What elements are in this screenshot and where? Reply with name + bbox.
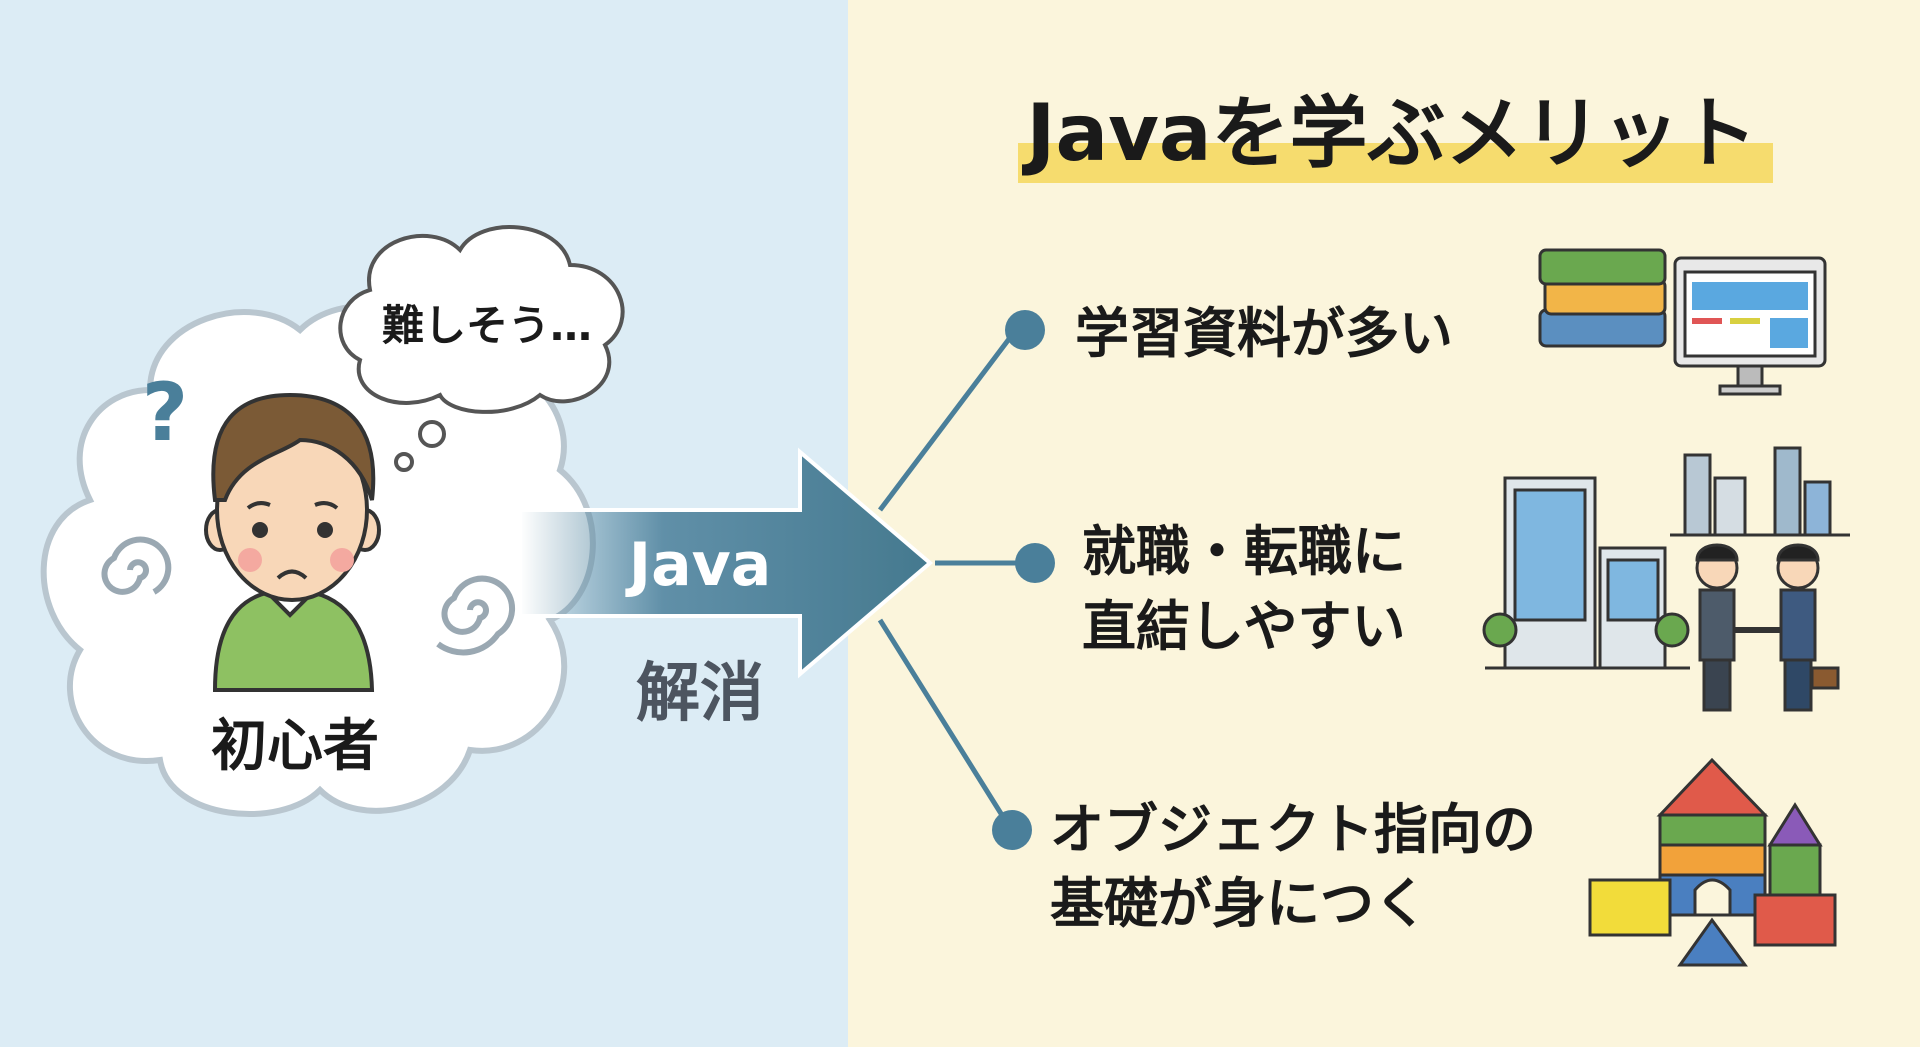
benefit-1-text: 学習資料が多い <box>1075 302 1453 365</box>
title-highlight <box>1018 143 1773 183</box>
office-handshake-icon <box>1482 446 1850 712</box>
spiral-icon <box>436 575 516 656</box>
thought-text: 難しそう… <box>382 301 592 350</box>
benefit-3-line2: 基礎が身につく <box>1050 872 1428 935</box>
page-title: Javaを学ぶメリット <box>1021 89 1757 179</box>
benefit-2-line1: 就職・転職に <box>1082 520 1406 583</box>
person-label: 初心者 <box>211 714 379 779</box>
arrow-sublabel: 解消 <box>636 657 764 731</box>
spiral-icon <box>101 536 172 595</box>
bullet-dot <box>1005 310 1045 350</box>
benefit-2-line2: 直結しやすい <box>1082 595 1405 658</box>
benefit-3-line1: オブジェクト指向の <box>1050 798 1536 861</box>
building-blocks-icon <box>1588 757 1837 967</box>
arrow-label: Java <box>625 530 771 600</box>
beginner-avatar <box>204 392 381 692</box>
connector-lines <box>877 333 1030 830</box>
question-mark-icon: ? <box>142 366 188 459</box>
books-monitor-icon <box>1538 248 1827 396</box>
bullet-dot <box>1015 543 1055 583</box>
arrow-shape <box>518 447 934 679</box>
thought-bubble <box>338 225 625 472</box>
bullet-dot <box>992 810 1032 850</box>
